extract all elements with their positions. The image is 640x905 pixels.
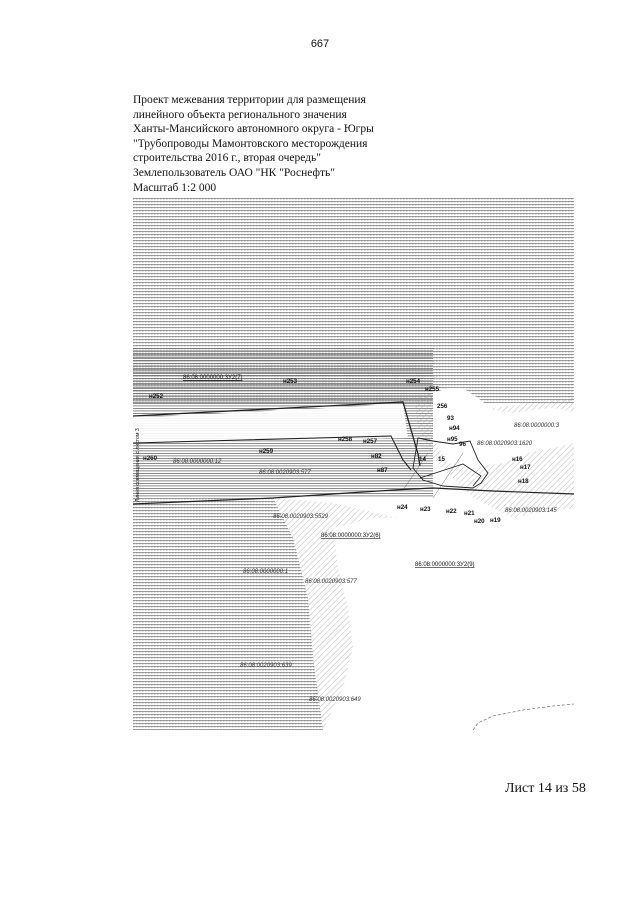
page-number: 667 xyxy=(310,38,330,50)
point-label: 256 xyxy=(437,403,448,410)
point-label: 96 xyxy=(459,441,466,448)
corridor-strip-outline-top xyxy=(133,401,421,467)
leader-line-2 xyxy=(432,452,464,499)
header-line-4: "Трубопроводы Мамонтовского месторождени… xyxy=(133,137,368,150)
sheet-counter: Лист 14 из 58 xyxy=(505,781,586,796)
point-label: н87 xyxy=(377,467,388,474)
white-clearing-upper-right xyxy=(433,388,574,468)
cadastral-label: 86:08:0000000:3У2(7) xyxy=(183,375,243,381)
point-label: н260 xyxy=(143,455,158,462)
pipeline-line xyxy=(133,487,574,505)
cadastral-label: 86:08:0020903:577 xyxy=(305,579,357,585)
cadastral-label: 86:08:0020903:5529 xyxy=(273,514,329,520)
dashed-boundary xyxy=(472,703,574,730)
point-label: н94 xyxy=(449,425,460,432)
point-label: н17 xyxy=(520,464,531,471)
sheet-match-line-label: Линия совмещения с листом 3 xyxy=(135,428,141,502)
cadastral-label: 86:08:0000000:12 xyxy=(173,459,222,465)
point-label: н252 xyxy=(149,393,164,400)
point-label: н16 xyxy=(512,456,523,463)
header-line-3: Ханты-Мансийского автономного округа - Ю… xyxy=(133,123,374,136)
point-label: н95 xyxy=(447,436,458,443)
point-label: н22 xyxy=(446,508,457,515)
point-label: н24 xyxy=(397,504,408,511)
cadastral-label: 86:08:0020903:1620 xyxy=(477,441,533,447)
white-clearing-lower-right xyxy=(333,508,574,730)
map-svg: Линия совмещения с листом 3 н252 н253 н2… xyxy=(133,198,574,730)
point-label: н21 xyxy=(464,510,475,517)
corridor-strip-outline-bottom xyxy=(133,435,412,471)
header-line-6: Землепользователь ОАО "НК "Роснефть" xyxy=(133,166,335,179)
point-label: 14 xyxy=(419,456,426,463)
cadastral-label: 86:08:0000000:1 xyxy=(243,569,288,575)
cadastral-label: 86:08:0000000:3У2(6) xyxy=(321,533,381,539)
forest-area-lower-left-dots xyxy=(133,498,323,730)
parcel-outline-right xyxy=(412,437,489,489)
header-line-1: Проект межевания территории для размещен… xyxy=(133,94,366,106)
point-label: 93 xyxy=(447,415,454,422)
cadastral-label: 86:08:0020903:649 xyxy=(309,697,361,703)
point-label: н254 xyxy=(406,378,421,385)
corridor-strip xyxy=(133,404,408,443)
header-line-5: строительства 2016 г., вторая очередь" xyxy=(133,152,321,165)
point-label: н258 xyxy=(338,436,353,443)
cadastral-label: 86:08:0020903:577 xyxy=(259,470,311,476)
parcel-outline-inner xyxy=(419,463,482,487)
header-line-7-scale: Масштаб 1:2 000 xyxy=(133,181,217,194)
survey-map: Линия совмещения с листом 3 н252 н253 н2… xyxy=(133,198,574,730)
point-label: н23 xyxy=(420,506,431,513)
point-label: н257 xyxy=(363,438,378,445)
point-label: н20 xyxy=(474,518,485,525)
point-label: н82 xyxy=(371,453,382,460)
point-label: н253 xyxy=(283,378,298,385)
point-label: н18 xyxy=(518,478,529,485)
point-label: н259 xyxy=(259,448,274,455)
cadastral-label: 86:08:0020903:145 xyxy=(505,508,557,514)
leader-line-1 xyxy=(402,452,429,491)
header-line-2: линейного объекта регионального значения xyxy=(133,108,347,121)
cadastral-label: 86:08:0000000:3 xyxy=(514,423,560,429)
document-header: Проект межевания территории для размещен… xyxy=(133,93,433,195)
point-label: 15 xyxy=(438,456,445,463)
point-label: н255 xyxy=(425,386,440,393)
cadastral-label: 86:08:0020903:639 xyxy=(240,663,292,669)
cadastral-label: 86:08:0000000:3У2(9) xyxy=(415,562,475,568)
point-label: н19 xyxy=(490,517,501,524)
